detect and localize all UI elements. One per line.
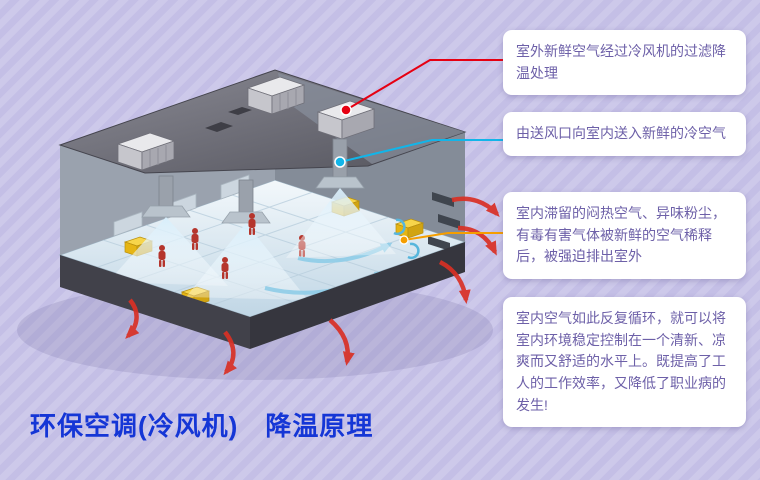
exhaust-swirl: [393, 218, 420, 260]
air-cone: [186, 223, 308, 300]
callout-exhaust-out: 室内滞留的闷热空气、异味粉尘，有毒有害气体被新鲜的空气稀释后，被强迫排出室外: [503, 192, 746, 280]
callout-exhaust-out-text: 室内滞留的闷热空气、异味粉尘，有毒有害气体被新鲜的空气稀释后，被强迫排出室外: [516, 205, 726, 265]
callout-filter-cooling: 室外新鲜空气经过冷风机的过滤降温处理: [503, 30, 746, 96]
air-cone: [286, 188, 396, 258]
air-cone: [108, 217, 228, 286]
building-base: [60, 242, 465, 349]
ceiling-diffuser: [108, 175, 308, 300]
leader-line-cyan: [334, 139, 506, 168]
exhaust-arrow: [125, 196, 500, 376]
leader-line-orange: [399, 232, 506, 245]
exhaust-louver: [428, 192, 460, 251]
cooler-unit-left: [116, 132, 176, 171]
roof-vent-hatch: [205, 107, 252, 132]
callout-circulation-text: 室内空气如此反复循环，就可以将室内环境稳定控制在一个清新、凉爽而又舒适的水平上。…: [516, 310, 726, 413]
supply-duct: [286, 138, 396, 258]
callout-supply-air-text: 由送风口向室内送入新鲜的冷空气: [516, 125, 726, 141]
marker-dot-red: [340, 104, 352, 116]
callout-circulation: 室内空气如此反复循环，就可以将室内环境稳定控制在一个清新、凉爽而又舒适的水平上。…: [503, 297, 746, 428]
leader-line-red: [340, 59, 506, 116]
callout-supply-air: 由送风口向室内送入新鲜的冷空气: [503, 112, 746, 156]
cooler-unit-top: [246, 76, 306, 115]
marker-dot-cyan: [334, 156, 346, 168]
callout-filter-cooling-text: 室外新鲜空气经过冷风机的过滤降温处理: [516, 43, 726, 81]
marker-dot-orange: [399, 235, 409, 245]
page-title: 环保空调(冷风机) 降温原理: [30, 411, 374, 441]
